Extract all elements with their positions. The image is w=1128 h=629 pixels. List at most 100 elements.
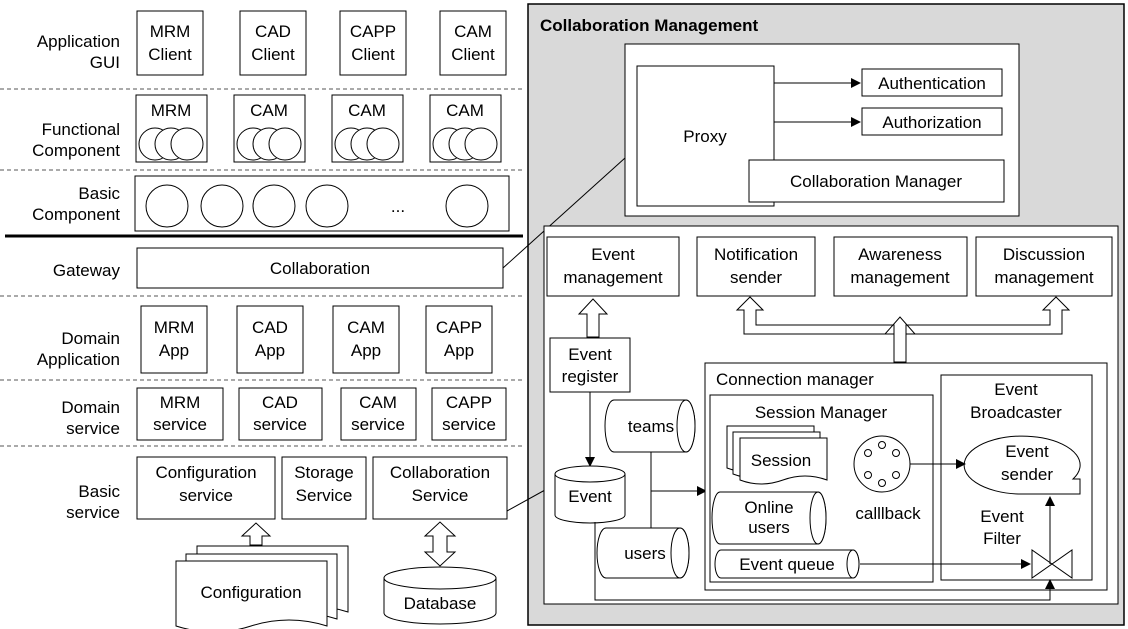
layer-label-gateway: Gateway [53,261,121,280]
event-register-up-arrow [577,298,609,338]
svg-text:Event: Event [568,487,612,506]
proxy-label: Proxy [683,127,727,146]
svg-text:Session: Session [751,451,811,470]
configuration-document: Configuration [175,545,349,629]
svg-text:Collaboration Manager: Collaboration Manager [790,172,962,191]
event-store: Event [554,465,626,524]
svg-text:Authentication: Authentication [878,74,986,93]
basic-component-circle [252,184,296,228]
svg-text:Configuration: Configuration [200,583,301,602]
connection-manager-label: Connection manager [716,370,874,389]
functional-component-cam-3: CAM [429,94,502,163]
functional-component-cam-2: CAM [331,94,404,163]
database-cylinder: Database [383,566,497,625]
panel-title: Collaboration Management [540,16,759,35]
users-store: users [596,527,690,579]
callback-icon [853,435,911,493]
layer-dividers [0,88,523,447]
teams-store: teams [604,399,696,453]
svg-text:Authorization: Authorization [882,113,981,132]
functional-components: MRM CAM CAM CAM [135,94,502,163]
database-double-arrow [423,521,457,567]
zoom-line-bottom [506,489,546,512]
callback-label: calllback [855,504,921,523]
zoom-line-top [502,157,626,269]
basic-component-ellipsis: ... [391,197,405,216]
event-queue-store: Event queue [714,549,860,579]
gateway-collaboration-box: Collaboration [136,247,504,289]
svg-text:MRM: MRM [151,101,192,120]
collaboration-manager-box: Collaboration Manager [748,159,1005,203]
event-to-filter-line [594,522,1055,601]
management-distribution-arrow [735,296,1071,363]
authentication-box: Authentication [861,68,1003,97]
svg-text:Event queue: Event queue [739,555,834,574]
configuration-up-arrow [240,522,272,546]
basic-component-circle [200,184,244,228]
event-filter-valve [1031,549,1073,579]
session-manager-label: Session Manager [755,403,888,422]
svg-text:Database: Database [404,594,477,613]
basic-component-circle [145,184,189,228]
basic-components: ... [134,175,510,232]
svg-text:CAM: CAM [348,101,386,120]
svg-text:teams: teams [628,417,674,436]
functional-component-mrm: MRM [135,94,208,163]
svg-text:CAM: CAM [250,101,288,120]
svg-text:users: users [624,544,666,563]
basic-component-circle [305,184,349,228]
